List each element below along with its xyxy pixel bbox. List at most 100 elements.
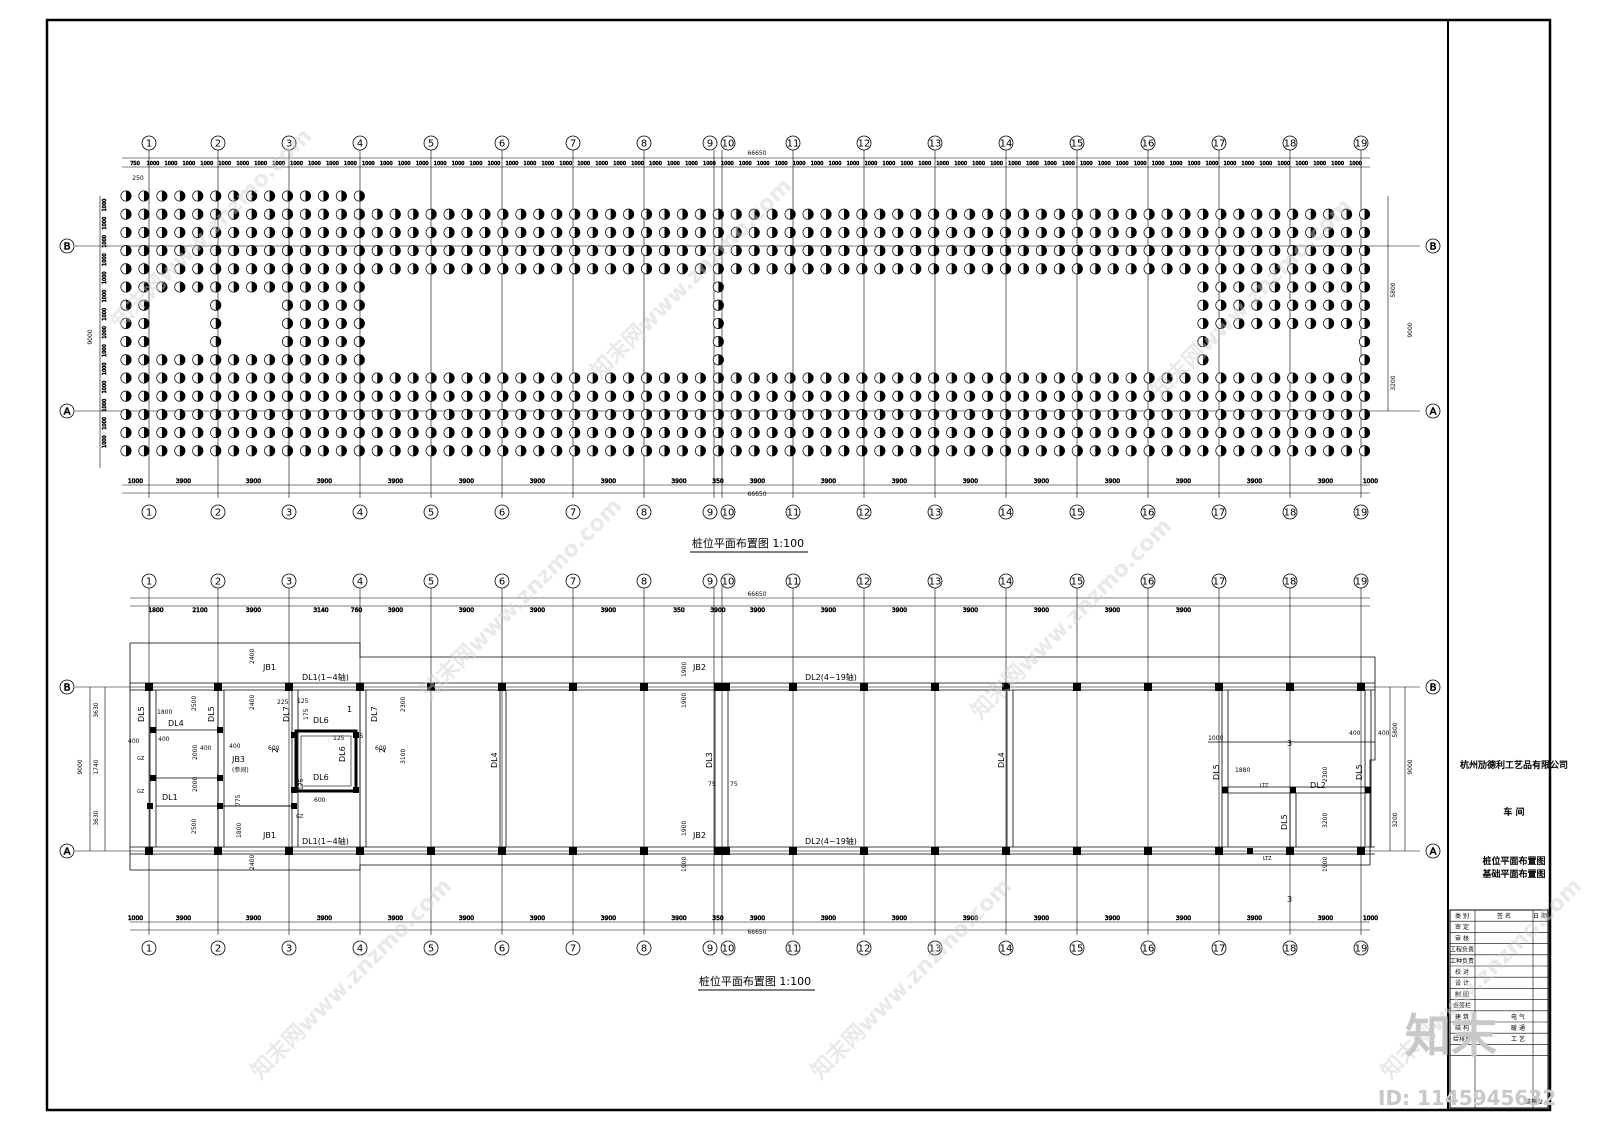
pile <box>1323 408 1335 420</box>
pile-fill <box>987 427 993 438</box>
p1-left-spacing: 1000 <box>102 381 108 394</box>
pile-fill <box>323 245 329 256</box>
pile <box>1071 208 1083 220</box>
p2-bot-bubble-label-15: 15 <box>1071 944 1084 955</box>
p1-spacing-dim: 1000 <box>1116 161 1129 167</box>
pile <box>264 408 276 420</box>
pile <box>748 372 760 384</box>
pile <box>1359 336 1371 348</box>
pile <box>1089 445 1101 457</box>
pile <box>515 427 527 439</box>
pile <box>1323 390 1335 402</box>
pile <box>766 427 778 439</box>
pile-fill <box>323 409 329 420</box>
pile-fill <box>179 245 186 256</box>
pile-fill <box>431 409 437 420</box>
p1-bot-bubble-label-5: 5 <box>428 508 434 519</box>
pile-fill <box>359 190 365 202</box>
p1-spacing-dim: 1000 <box>1242 161 1255 167</box>
pile-fill <box>143 318 150 329</box>
pile-fill <box>269 263 275 274</box>
pile-fill <box>1167 227 1173 238</box>
p1-bot-bubble-label-10: 10 <box>722 508 735 519</box>
pile-fill <box>359 354 365 365</box>
pile-fill <box>269 208 275 220</box>
pile <box>443 208 455 220</box>
pile-fill <box>1149 427 1155 438</box>
pile <box>1197 245 1209 257</box>
pile-fill <box>951 245 957 256</box>
pile-fill <box>1095 372 1101 384</box>
p1-spacing-dim: 1000 <box>1277 161 1290 167</box>
pile <box>120 408 132 420</box>
p1-bottom-dim: 3900 <box>1034 478 1049 485</box>
pile-fill <box>287 245 293 256</box>
pile-fill <box>233 190 239 202</box>
pile <box>999 445 1012 457</box>
section-mark-3-top: 3 <box>1287 739 1292 748</box>
pile <box>1071 427 1083 439</box>
pile <box>1359 390 1371 402</box>
pile <box>551 427 563 439</box>
pile-fill <box>1274 409 1280 420</box>
pile-fill <box>664 263 670 274</box>
pile <box>551 445 563 457</box>
pile <box>587 372 599 384</box>
pile <box>1323 226 1335 238</box>
pile <box>982 208 994 220</box>
pile-fill <box>502 391 509 402</box>
pile-fill <box>610 445 616 456</box>
pile-fill <box>1346 409 1352 420</box>
pile-fill <box>897 208 904 220</box>
pile-fill <box>897 445 904 456</box>
pile-fill <box>126 318 132 329</box>
pile <box>317 245 329 257</box>
p1-spacing-dim: 1000 <box>290 161 303 167</box>
pile <box>371 445 383 457</box>
pile-fill <box>826 427 832 438</box>
pile <box>1035 427 1047 439</box>
dim-175-a: 175 <box>303 708 310 720</box>
pile <box>299 427 312 439</box>
pile-fill <box>520 427 527 438</box>
pile-fill <box>341 409 347 420</box>
pile <box>1197 281 1209 293</box>
pile <box>910 372 922 384</box>
pile-fill <box>1077 427 1083 438</box>
pile <box>820 390 832 402</box>
pile-fill <box>1220 391 1227 402</box>
p1-spacing-dim: 1000 <box>936 161 949 167</box>
pile-fill <box>1364 427 1370 438</box>
pile-fill <box>215 245 221 256</box>
pile-fill <box>1113 227 1119 238</box>
pile-fill <box>359 391 365 402</box>
pile <box>838 427 850 439</box>
pile-fill <box>1149 391 1155 402</box>
pile-fill <box>969 227 975 238</box>
pile <box>1305 317 1317 329</box>
pile-fill <box>1310 318 1316 329</box>
pile <box>156 445 168 457</box>
p1-row-bubble-B-right-label: B <box>1430 242 1437 253</box>
pile-fill <box>538 409 545 420</box>
pile <box>1107 427 1119 439</box>
pile <box>1341 372 1353 384</box>
pile <box>838 445 850 457</box>
p2-row-bubble-A-right-label: A <box>1430 847 1437 858</box>
pile <box>820 263 832 275</box>
pile <box>1035 226 1047 238</box>
pile-fill <box>161 354 168 365</box>
p2-row-bubble-A-right <box>1425 843 1441 859</box>
pile-fill <box>126 190 132 202</box>
pile <box>246 427 258 439</box>
pile <box>264 354 276 366</box>
pile-fill <box>143 190 150 202</box>
p2-plan-title: 桩位平面布置图 1:100 <box>699 974 811 988</box>
pile-fill <box>826 227 832 238</box>
pile <box>605 226 617 238</box>
pile <box>210 299 222 311</box>
pile <box>982 372 994 384</box>
pile-fill <box>287 427 293 438</box>
pile-fill <box>1095 227 1101 238</box>
p2-top-dim: 1800 <box>148 607 163 614</box>
